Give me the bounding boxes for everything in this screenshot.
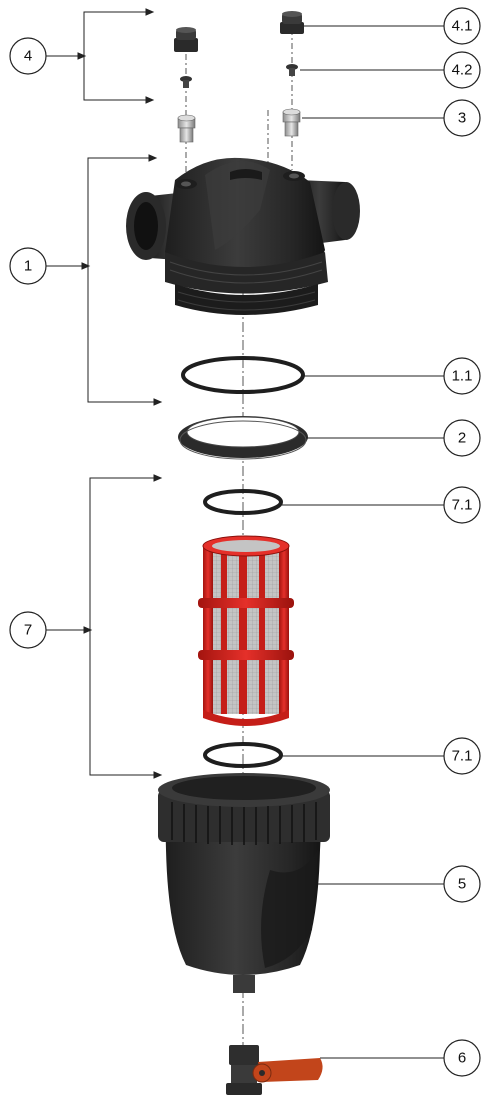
screen-cartridge [198, 535, 294, 726]
o-ring-1-1 [181, 356, 305, 394]
svg-text:2: 2 [458, 430, 466, 447]
callout-7: 7 [9, 611, 47, 649]
svg-text:1.1: 1.1 [452, 368, 473, 385]
gasket-ring-2 [178, 416, 308, 460]
filter-bowl [158, 773, 330, 993]
plug-right [286, 64, 298, 76]
callout-5: 5 [443, 865, 481, 903]
callout-7-1-top: 7.1 [443, 486, 481, 524]
svg-text:3: 3 [458, 110, 466, 127]
svg-text:1: 1 [24, 258, 32, 275]
bracket-1 [46, 154, 163, 406]
callout-7-1-bottom: 7.1 [443, 737, 481, 775]
svg-text:7.1: 7.1 [452, 497, 473, 514]
callout-4-1: 4.1 [443, 7, 481, 45]
svg-text:4.2: 4.2 [452, 62, 473, 79]
bracket-4 [46, 8, 155, 104]
nipple-right [282, 108, 301, 137]
callout-3: 3 [443, 99, 481, 137]
callout-4: 4 [9, 37, 47, 75]
filter-head [126, 157, 360, 315]
svg-text:6: 6 [458, 1050, 466, 1067]
leader-lines [282, 25, 444, 1059]
o-ring-7-1-bottom [203, 742, 283, 768]
svg-text:7: 7 [24, 622, 32, 639]
callout-2: 2 [443, 419, 481, 457]
callout-1-1: 1.1 [443, 357, 481, 395]
svg-text:5: 5 [458, 876, 466, 893]
svg-text:7.1: 7.1 [452, 748, 473, 765]
callout-4-2: 4.2 [443, 51, 481, 89]
svg-text:4.1: 4.1 [452, 18, 473, 35]
nipple-left [177, 114, 196, 143]
cap-right [280, 11, 304, 34]
callout-6: 6 [443, 1039, 481, 1077]
svg-text:4: 4 [24, 48, 32, 65]
callout-1: 1 [9, 247, 47, 285]
bracket-7 [46, 474, 163, 779]
drain-valve [226, 1045, 323, 1095]
cap-left [174, 27, 198, 52]
o-ring-7-1-top [203, 489, 283, 515]
plug-left [180, 76, 192, 88]
